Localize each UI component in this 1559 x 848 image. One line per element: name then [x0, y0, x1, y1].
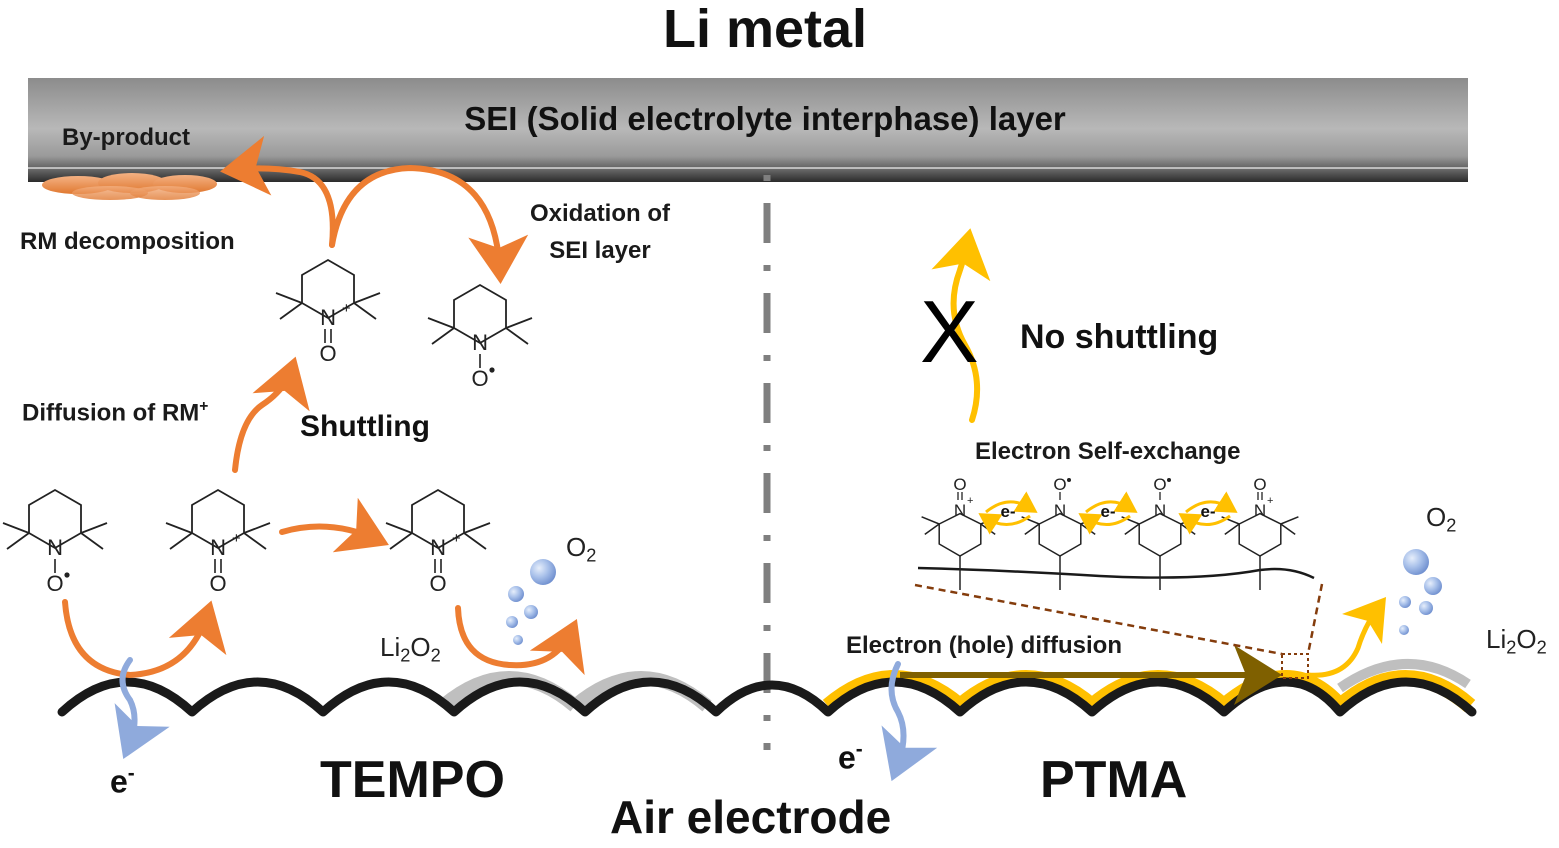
svg-text:N: N: [1154, 501, 1166, 520]
electron-self-exchange-label: Electron Self-exchange: [975, 438, 1241, 465]
e-right-sup: -: [855, 738, 863, 761]
o2-release-arrow-right: [1305, 596, 1386, 678]
ptma-unit-3: NO: [1121, 475, 1199, 590]
zoom-box: [1281, 653, 1309, 679]
o2-label-left: O2: [566, 532, 596, 566]
diffusion-rm-text: Diffusion of RM: [22, 399, 200, 427]
li2o2-label-right: Li2O2: [1486, 624, 1547, 658]
svg-text:+: +: [232, 530, 241, 547]
no-shuttling-label: No shuttling: [1020, 318, 1219, 356]
svg-text:O: O: [953, 475, 966, 494]
svg-text:e-: e-: [1100, 502, 1115, 521]
ptma-label: PTMA: [1040, 751, 1188, 809]
svg-text:e-: e-: [1200, 502, 1215, 521]
svg-text:N: N: [320, 305, 336, 330]
svg-text:O: O: [1253, 475, 1266, 494]
svg-text:O: O: [319, 341, 336, 366]
li2o2-right-s1: 2: [1506, 637, 1517, 658]
diffusion-rm-label: Diffusion of RM+: [22, 398, 208, 427]
electron-exchange-chip-2: e-: [1078, 491, 1138, 535]
e-right-text: e: [838, 739, 856, 776]
li-metal-title: Li metal: [662, 0, 868, 59]
svg-text:+: +: [1267, 495, 1273, 507]
rm-decomposition-label: RM decomposition: [20, 228, 235, 255]
zoom-callout: [914, 583, 1324, 656]
li2o2-left-o: O: [410, 632, 431, 662]
orange-reaction-arrows: [62, 135, 585, 679]
electron-label-right: e-: [838, 738, 863, 776]
svg-text:O: O: [429, 571, 446, 596]
tempo-cation-molecule-1: N + O: [165, 488, 271, 596]
oxidation-sei-label-line2: SEI layer: [549, 237, 651, 264]
o2-bubbles-right: [1399, 549, 1442, 635]
o2-right-sub: 2: [1446, 515, 1457, 536]
e-left-sup: -: [127, 762, 135, 785]
ptma-unit-1: N+O: [921, 475, 999, 590]
diffusion-rm-sup: +: [199, 398, 209, 415]
svg-text:N: N: [47, 535, 63, 560]
o2-label-right: O2: [1426, 502, 1456, 536]
svg-text:N: N: [430, 535, 446, 560]
by-product-label: By-product: [62, 124, 190, 151]
svg-text:O: O: [1153, 475, 1166, 494]
tempo-radical-molecule-2: NO: [427, 283, 533, 391]
o2-right-text: O: [1426, 502, 1447, 532]
li2o2-label-left: Li2O2: [380, 632, 441, 666]
svg-text:e-: e-: [1000, 502, 1015, 521]
li2o2-left-s2: 2: [430, 645, 441, 666]
x-mark: X: [920, 282, 979, 381]
svg-text:O: O: [1053, 475, 1066, 494]
svg-text:N: N: [1054, 501, 1066, 520]
li2o2-left-s1: 2: [400, 645, 411, 666]
svg-text:N: N: [954, 501, 966, 520]
li2o2-right-li: Li: [1486, 624, 1507, 654]
tempo-cation-molecule-3: N + O: [275, 258, 381, 366]
svg-text:N: N: [472, 330, 488, 355]
electron-exchange-chip-3: e-: [1178, 491, 1238, 535]
electron-label-left: e-: [110, 762, 135, 800]
sei-layer-label: SEI (Solid electrolyte interphase) layer: [464, 100, 1066, 137]
li2o2-left-li: Li: [380, 632, 401, 662]
electron-flow-arrows: [114, 657, 938, 782]
svg-text:+: +: [967, 495, 973, 507]
svg-text:N: N: [210, 535, 226, 560]
tempo-cation-molecule-2: N + O: [385, 488, 491, 596]
ptma-unit-4: N+O: [1221, 475, 1299, 590]
oxidation-sei-label-line1: Oxidation of: [530, 200, 670, 227]
svg-text:O: O: [471, 366, 488, 391]
tempo-label: TEMPO: [320, 751, 505, 809]
svg-text:O: O: [46, 571, 63, 596]
air-electrode-label: Air electrode: [610, 791, 892, 843]
shuttling-label: Shuttling: [300, 410, 430, 443]
svg-text:+: +: [342, 300, 351, 317]
o2-left-text: O: [566, 532, 587, 562]
by-product-deposit: [42, 173, 217, 200]
tempo-radical-molecule-1: NO: [2, 488, 108, 596]
svg-text:+: +: [452, 530, 461, 547]
electron-hole-diffusion-label: Electron (hole) diffusion: [846, 632, 1122, 659]
svg-text:O: O: [209, 571, 226, 596]
no-shuttling-arrow: [931, 228, 991, 423]
li2o2-right-o: O: [1516, 624, 1537, 654]
electron-exchange-chip-1: e-: [978, 491, 1038, 535]
air-electrode-surface: [57, 677, 1477, 717]
o2-bubbles-left: [506, 559, 556, 645]
svg-text:N: N: [1254, 501, 1266, 520]
li2o2-right-s2: 2: [1536, 637, 1547, 658]
o2-left-sub: 2: [586, 545, 597, 566]
e-left-text: e: [110, 763, 128, 800]
